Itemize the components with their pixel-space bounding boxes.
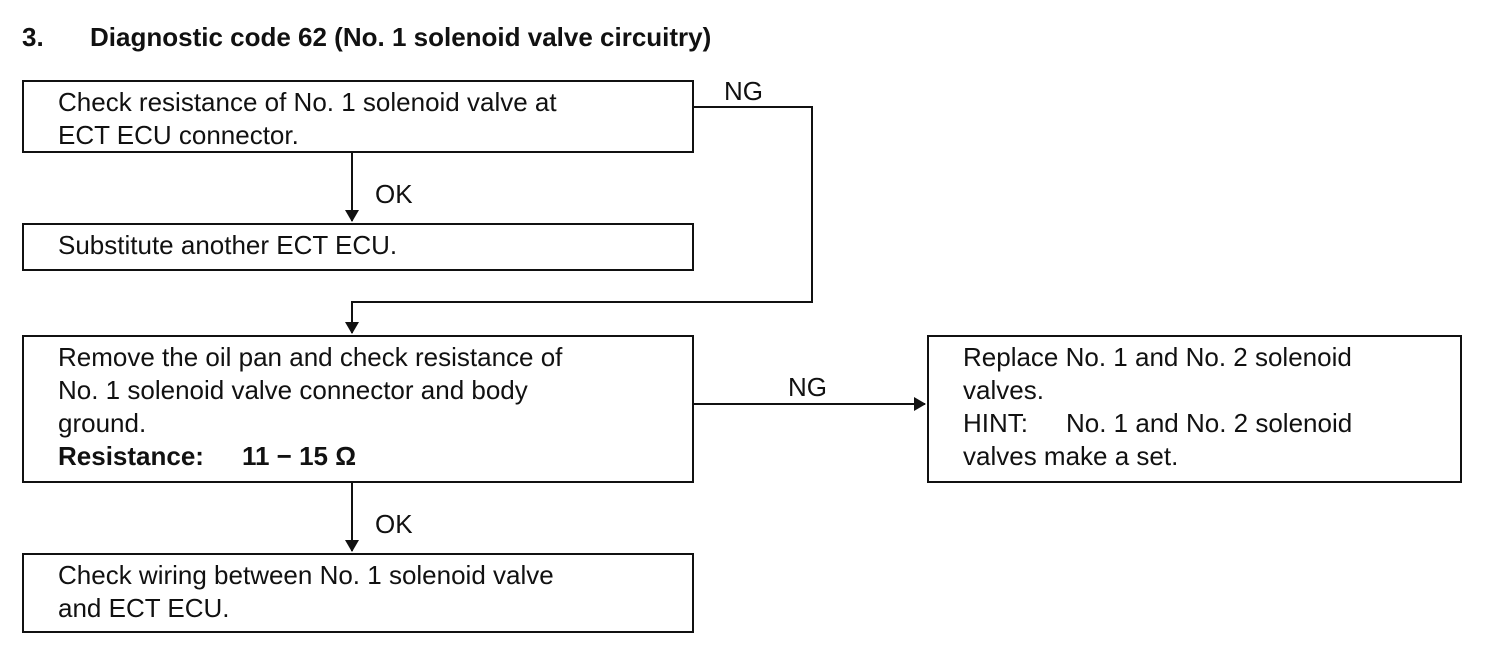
ng-label: NG (788, 372, 827, 402)
step-text: Replace No. 1 and No. 2 solenoid (963, 342, 1352, 372)
step-check-ecu-resistance: Check resistance of No. 1 solenoid valve… (22, 80, 694, 153)
page-title: 3. Diagnostic code 62 (No. 1 solenoid val… (22, 22, 711, 53)
step-text: Substitute another ECT ECU. (58, 230, 398, 260)
hint-label: HINT: (963, 408, 1028, 438)
resistance-spec: Resistance: 11 − 15 Ω (58, 440, 678, 473)
step-substitute-ecu: Substitute another ECT ECU. (22, 223, 694, 271)
step-text: ground. (58, 408, 147, 438)
step-text: Remove the oil pan and check resistance … (58, 342, 563, 372)
hint-text: No. 1 and No. 2 solenoid (1066, 408, 1353, 438)
step-replace-valves: Replace No. 1 and No. 2 solenoid valves.… (927, 335, 1462, 483)
section-number: 3. (22, 22, 44, 52)
step-text: Check resistance of No. 1 solenoid valve… (58, 87, 557, 117)
step-text: ECT ECU connector. (58, 120, 299, 150)
step-text: and ECT ECU. (58, 593, 230, 623)
spec-value: 11 − 15 Ω (241, 441, 357, 471)
step-text: No. 1 solenoid valve connector and body (58, 375, 528, 405)
ok-label: OK (375, 509, 413, 539)
step-text: valves make a set. (963, 441, 1179, 471)
step-text: Check wiring between No. 1 solenoid valv… (58, 560, 554, 590)
step-check-wiring: Check wiring between No. 1 solenoid valv… (22, 553, 694, 633)
spec-label: Resistance: (58, 441, 204, 471)
section-title: Diagnostic code 62 (No. 1 solenoid valve… (90, 22, 712, 52)
ok-label: OK (375, 179, 413, 209)
step-remove-oil-pan: Remove the oil pan and check resistance … (22, 335, 694, 483)
arrow-ng-to-oil-pan (345, 106, 813, 334)
step-text: valves. (963, 375, 1044, 405)
ng-label: NG (724, 76, 763, 106)
hint-line: HINT: No. 1 and No. 2 solenoid (963, 407, 1446, 440)
